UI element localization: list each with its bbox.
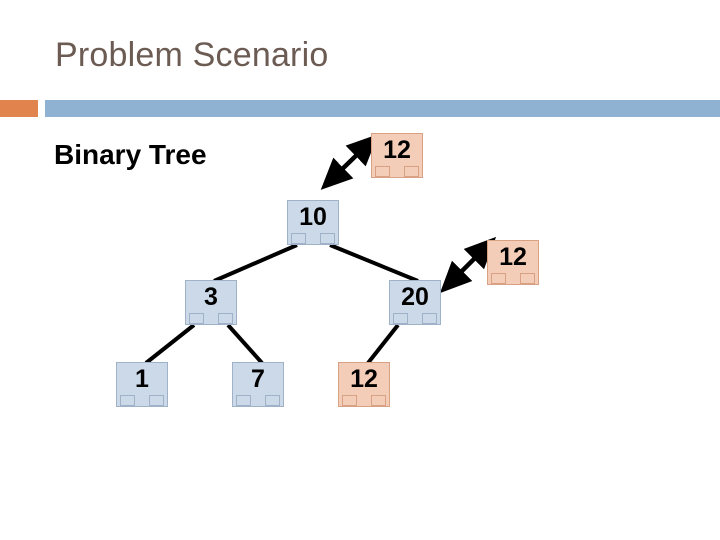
tree-node-value: 10	[299, 203, 327, 231]
tree-node-value: 3	[204, 283, 218, 311]
tree-edge	[366, 323, 400, 365]
right-child-pointer-slot	[422, 313, 437, 324]
left-child-pointer-slot	[393, 313, 408, 324]
tree-edge	[213, 243, 298, 283]
double-arrow-icon	[320, 134, 379, 190]
tree-node-value: 12	[383, 136, 411, 164]
tree-node-value: 20	[401, 283, 429, 311]
tree-node-left-right[interactable]: 7	[232, 362, 284, 407]
tree-node-value: 12	[499, 243, 527, 271]
left-child-pointer-slot	[189, 313, 204, 324]
left-child-pointer-slot	[491, 273, 506, 284]
tree-node-right-left[interactable]: 12	[338, 362, 390, 407]
left-child-pointer-slot	[342, 395, 357, 406]
right-child-pointer-slot	[520, 273, 535, 284]
accent-divider-bar	[0, 100, 38, 117]
right-child-pointer-slot	[404, 166, 419, 177]
tree-node-right[interactable]: 20	[389, 280, 441, 325]
tree-edge	[144, 323, 196, 365]
left-child-pointer-slot	[236, 395, 251, 406]
section-label-binary-tree: Binary Tree	[54, 139, 207, 170]
right-child-pointer-slot	[371, 395, 386, 406]
tree-node-value: 12	[350, 365, 378, 393]
tree-edge	[329, 243, 419, 283]
right-child-pointer-slot	[265, 395, 280, 406]
right-child-pointer-slot	[218, 313, 233, 324]
double-arrow-icon	[439, 236, 497, 294]
tree-node-value: 7	[251, 365, 265, 393]
tree-node-left[interactable]: 3	[185, 280, 237, 325]
tree-edge	[226, 323, 264, 365]
left-child-pointer-slot	[291, 233, 306, 244]
left-child-pointer-slot	[375, 166, 390, 177]
tree-node-probe-right[interactable]: 12	[487, 240, 539, 285]
tree-node-root[interactable]: 10	[287, 200, 339, 245]
main-divider-bar	[45, 100, 720, 117]
tree-node-left-left[interactable]: 1	[116, 362, 168, 407]
tree-node-probe-top[interactable]: 12	[371, 133, 423, 178]
page-title: Problem Scenario	[55, 36, 329, 74]
left-child-pointer-slot	[120, 395, 135, 406]
right-child-pointer-slot	[149, 395, 164, 406]
right-child-pointer-slot	[320, 233, 335, 244]
tree-node-value: 1	[135, 365, 149, 393]
